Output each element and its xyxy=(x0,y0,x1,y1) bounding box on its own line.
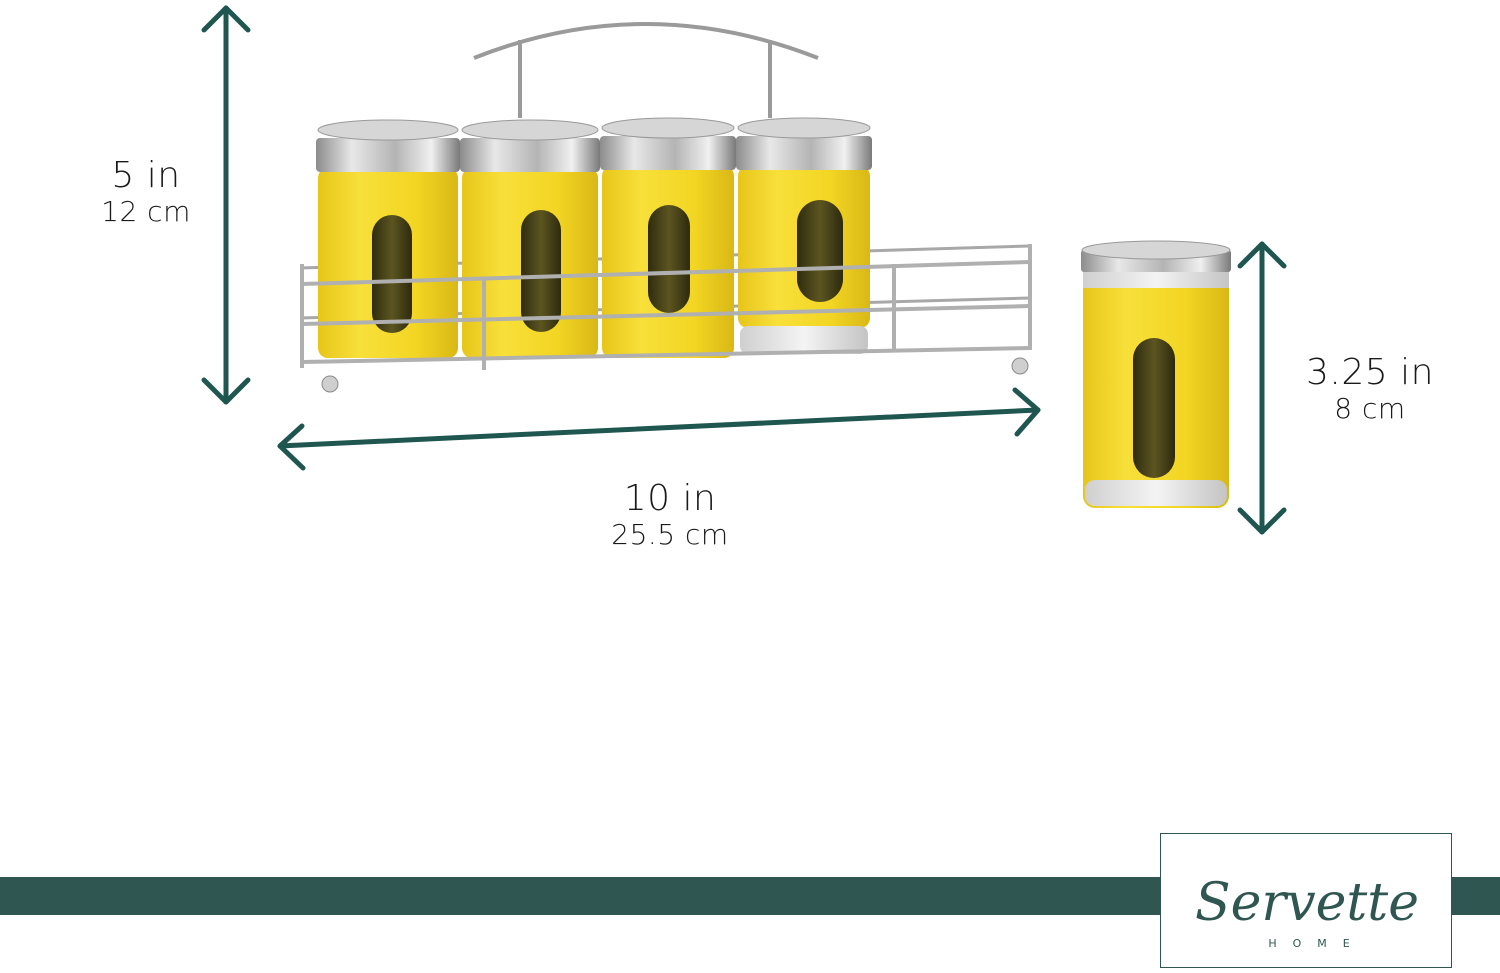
rack-width-imperial: 10 in xyxy=(623,478,717,519)
brand-subline: HOME xyxy=(1268,937,1366,950)
brand-wordmark: Servette xyxy=(1195,873,1419,933)
spice-jar-4 xyxy=(736,117,872,354)
rack-front-rails xyxy=(300,244,1032,370)
rack-width-label: 10 in 25.5 cm xyxy=(590,478,750,552)
rack-height-imperial: 5 in xyxy=(111,155,181,196)
rack-height-metric: 12 cm xyxy=(101,195,191,229)
rack-height-arrow xyxy=(201,5,251,405)
brand-name: Servette xyxy=(1195,873,1419,933)
rack-feet xyxy=(321,357,1029,393)
spice-jar-3 xyxy=(600,117,736,358)
rack-width-metric: 25.5 cm xyxy=(611,518,729,552)
jar-height-metric: 8 cm xyxy=(1334,392,1406,426)
brand-logo: Servette HOME xyxy=(1160,833,1452,968)
jar-height-imperial: 3.25 in xyxy=(1306,352,1434,393)
spice-jar-2 xyxy=(460,119,600,358)
rack-width-arrow xyxy=(277,387,1041,471)
jar-height-arrow xyxy=(1237,241,1287,535)
spice-jar-1 xyxy=(316,119,460,358)
rack-handle xyxy=(473,22,819,118)
rack-height-label: 5 in 12 cm xyxy=(86,155,206,229)
jar-height-label: 3.25 in 8 cm xyxy=(1300,352,1440,426)
single-spice-jar xyxy=(1081,240,1231,508)
